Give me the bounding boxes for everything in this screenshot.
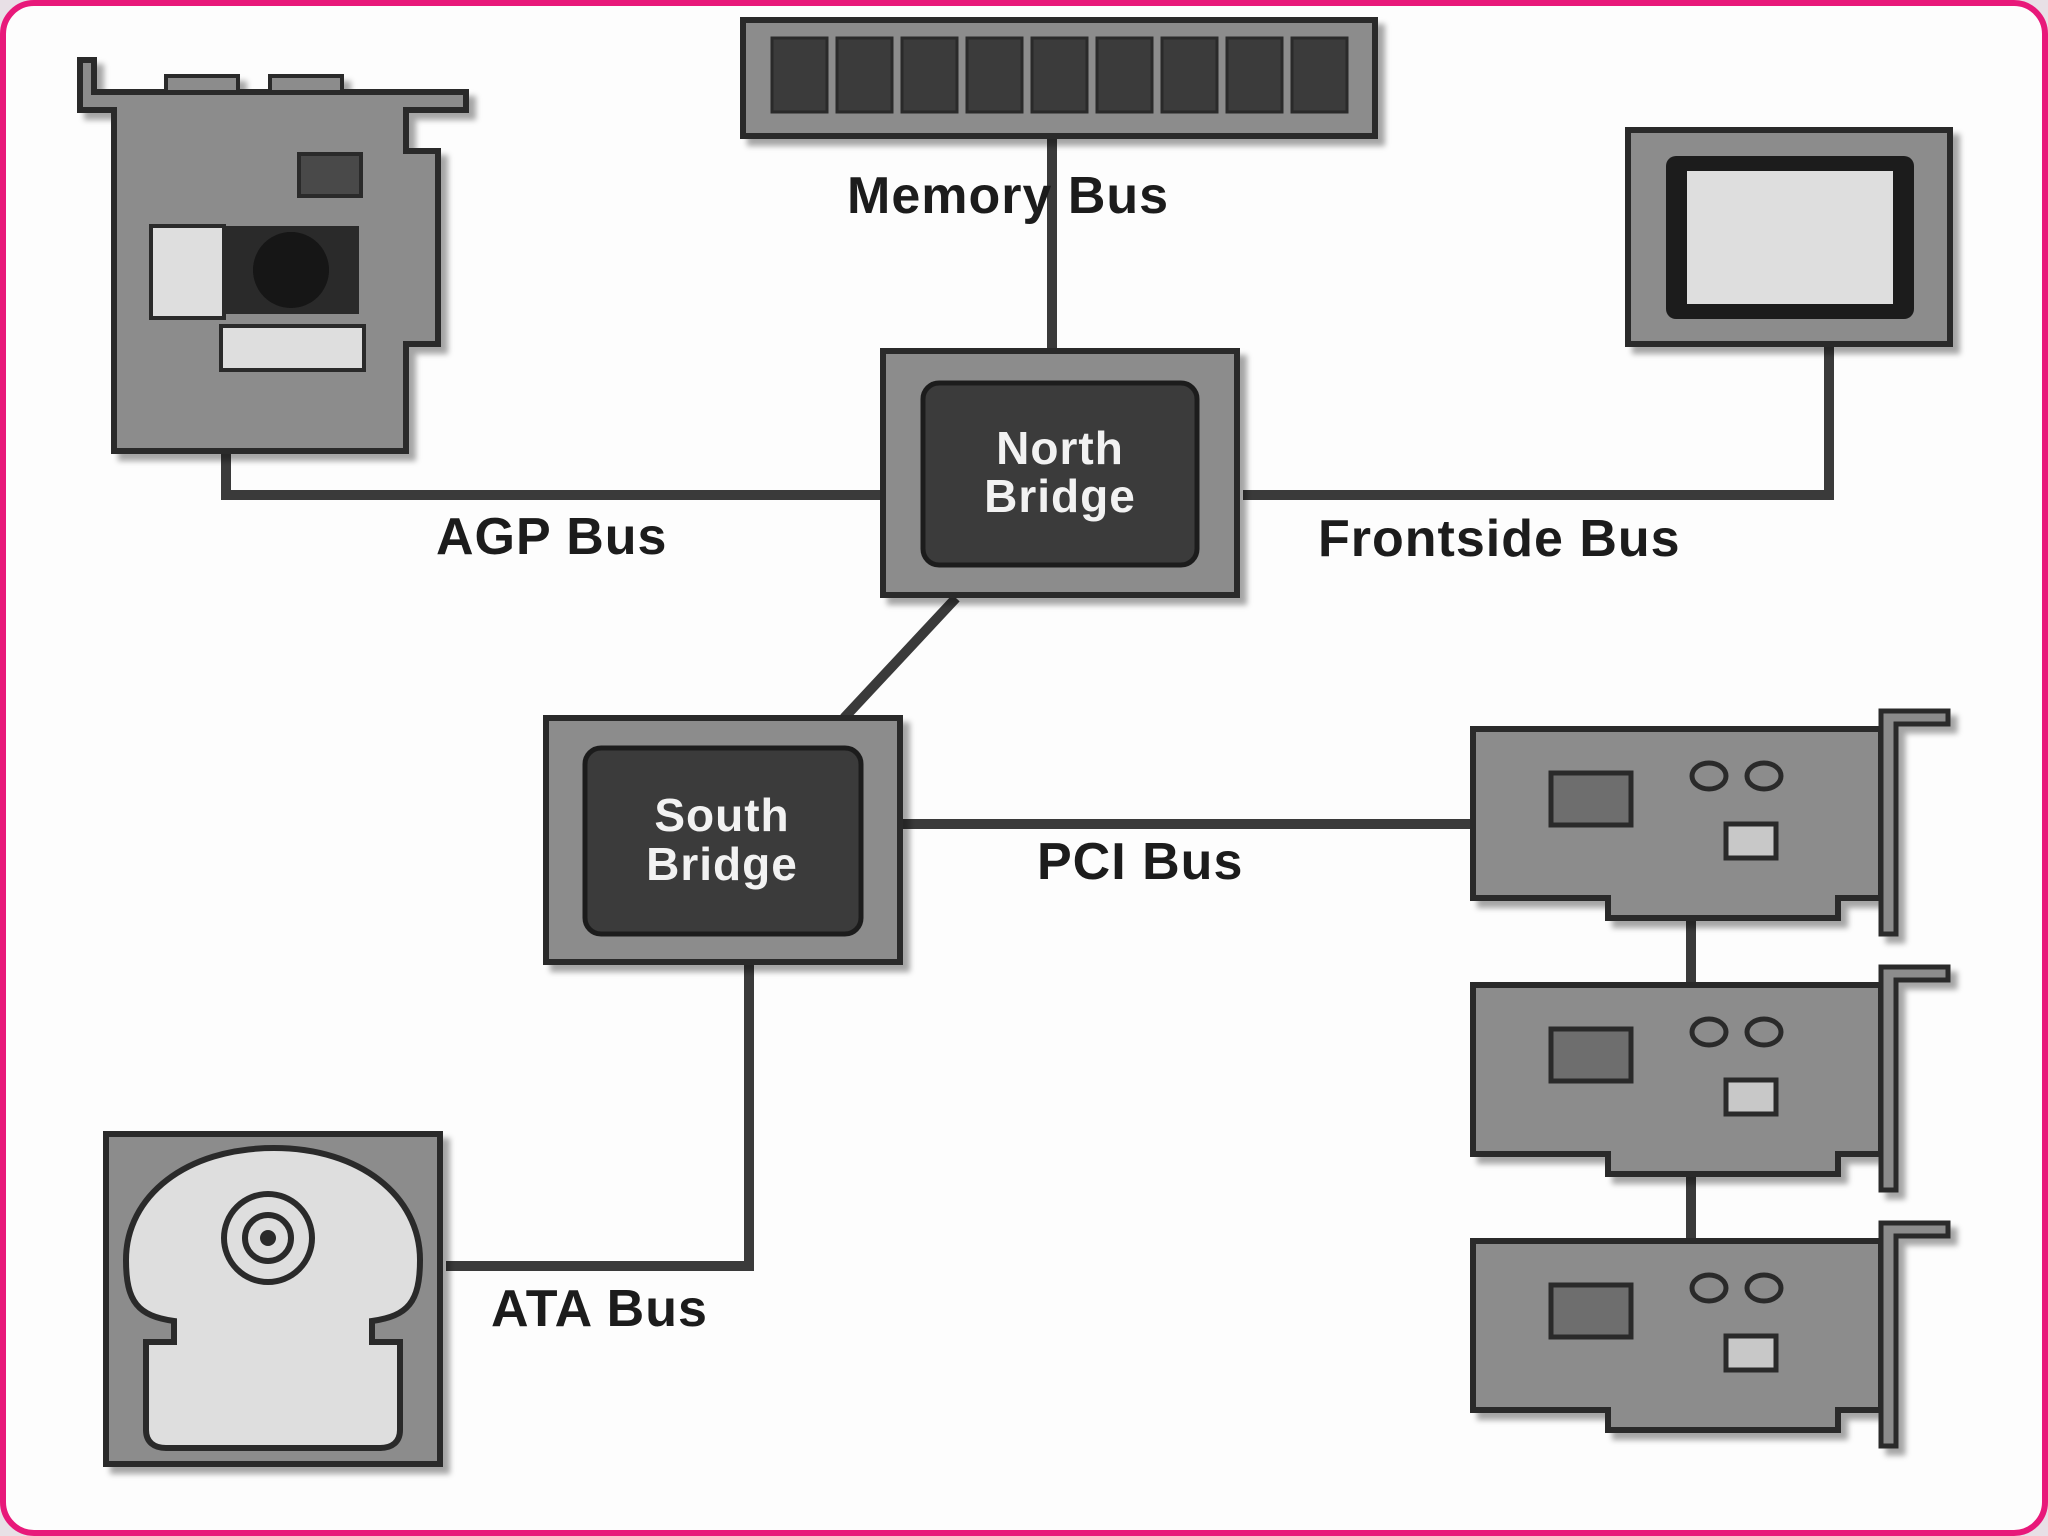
south-bridge-label-line1: South xyxy=(654,789,789,841)
graphics-card-icon xyxy=(77,57,469,454)
north-bridge-chip xyxy=(880,348,1240,598)
bus-architecture-diagram: North Bridge South Bridge xyxy=(77,17,1953,1467)
pci-bus-label: PCI Bus xyxy=(1037,833,1243,891)
frontside-bus-label: Frontside Bus xyxy=(1318,510,1681,568)
pci-card-icon xyxy=(1470,708,1951,937)
south-bridge-label-line2: Bridge xyxy=(646,838,798,890)
bus-lines xyxy=(221,134,1834,1271)
northbridge-southbridge-link xyxy=(840,594,960,722)
north-bridge-label-line2: Bridge xyxy=(984,470,1136,522)
ata-bus-line xyxy=(446,961,754,1271)
memory-bus-label: Memory Bus xyxy=(847,167,1169,225)
cpu-chip-icon xyxy=(1625,127,1953,347)
north-bridge-label-line1: North xyxy=(996,422,1124,474)
south-bridge-chip xyxy=(543,715,903,965)
memory-module-icon xyxy=(740,17,1378,139)
agp-bus-label: AGP Bus xyxy=(436,508,667,566)
pci-card-icon xyxy=(1470,964,1951,1193)
pci-card-icon xyxy=(1470,1220,1951,1449)
frontside-bus-line xyxy=(1243,346,1834,500)
ata-bus-label: ATA Bus xyxy=(491,1280,708,1338)
hard-drive-icon xyxy=(103,1131,443,1467)
agp-bus-line xyxy=(221,451,883,500)
